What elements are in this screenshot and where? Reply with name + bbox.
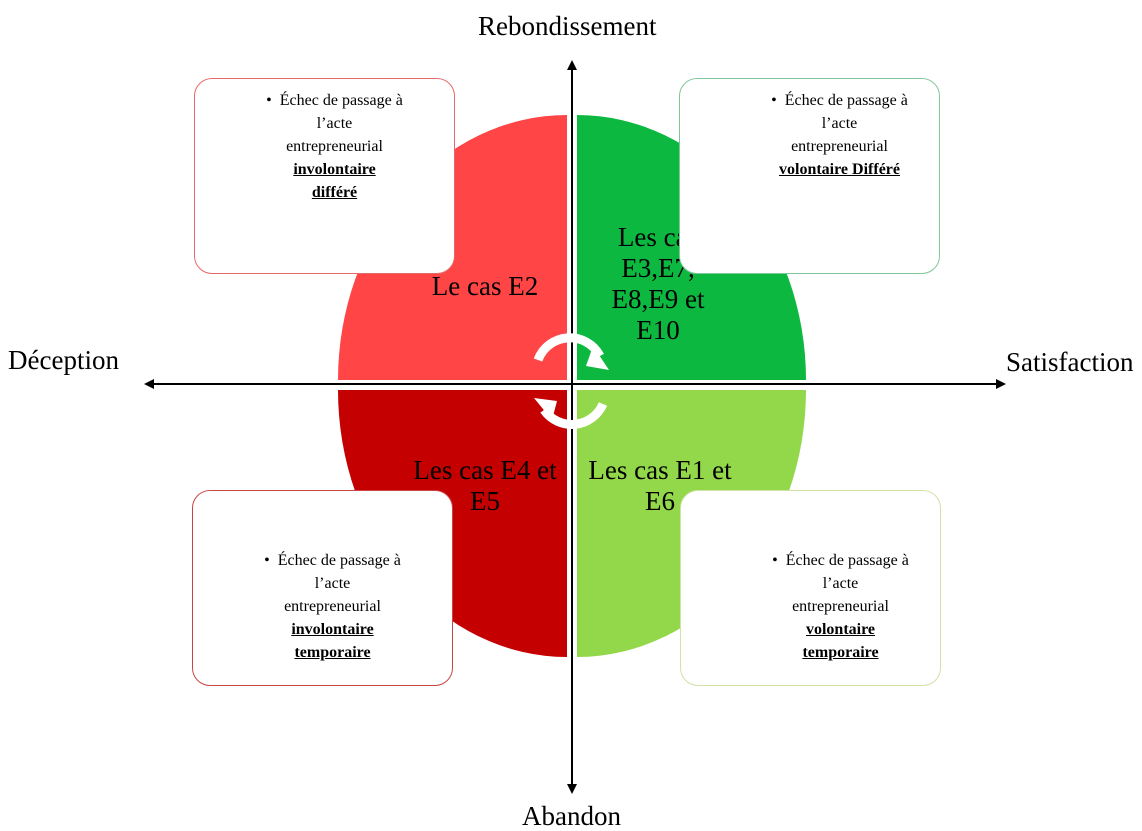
note-emphasis: involontaire: [291, 621, 374, 638]
note-box-top-left: • Échec de passage à l’acte entrepreneuri…: [194, 78, 455, 274]
cycle-arrows-icon: [533, 333, 609, 429]
note-box-top-right: • Échec de passage à l’acte entrepreneuri…: [679, 78, 940, 274]
bullet-icon: •: [264, 552, 270, 569]
note-text: Échec de passage à: [279, 92, 403, 109]
quadrant-top-left-label: Le cas E2: [431, 271, 539, 301]
note-text: Échec de passage à: [785, 552, 909, 569]
axis-label-left: Déception: [8, 345, 119, 375]
bullet-icon: •: [772, 552, 778, 569]
note-text: l’acte: [314, 575, 351, 592]
note-emphasis: involontaire: [293, 161, 376, 178]
note-emphasis: volontaire Différé: [779, 161, 900, 178]
axis-label-right: Satisfaction: [1006, 347, 1134, 377]
note-text: l’acte: [822, 575, 859, 592]
quadrant-bottom-left-label: Les cas E4 et E5: [413, 455, 557, 516]
note-text: l’acte: [821, 115, 858, 132]
note-text: entrepreneurial: [791, 138, 888, 155]
quadrant-bottom-right-label: Les cas E1 et E6: [588, 455, 732, 516]
note-text: entrepreneurial: [792, 598, 889, 615]
note-box-bottom-right: • Échec de passage à l’acte entrepreneuri…: [680, 490, 941, 686]
note-text: Échec de passage à: [277, 552, 401, 569]
bullet-icon: •: [266, 92, 272, 109]
note-text: entrepreneurial: [286, 138, 383, 155]
note-emphasis: temporaire: [294, 644, 371, 661]
note-emphasis: différé: [311, 184, 358, 201]
note-text: Échec de passage à: [784, 92, 908, 109]
note-box-bottom-left: • Échec de passage à l’acte entrepreneuri…: [192, 490, 453, 686]
axis-label-bottom: Abandon: [522, 801, 621, 831]
note-text: l’acte: [316, 115, 353, 132]
note-text: entrepreneurial: [284, 598, 381, 615]
axis-label-top: Rebondissement: [478, 11, 657, 41]
bullet-icon: •: [771, 92, 777, 109]
note-emphasis: volontaire: [805, 621, 876, 638]
note-emphasis: temporaire: [802, 644, 879, 661]
